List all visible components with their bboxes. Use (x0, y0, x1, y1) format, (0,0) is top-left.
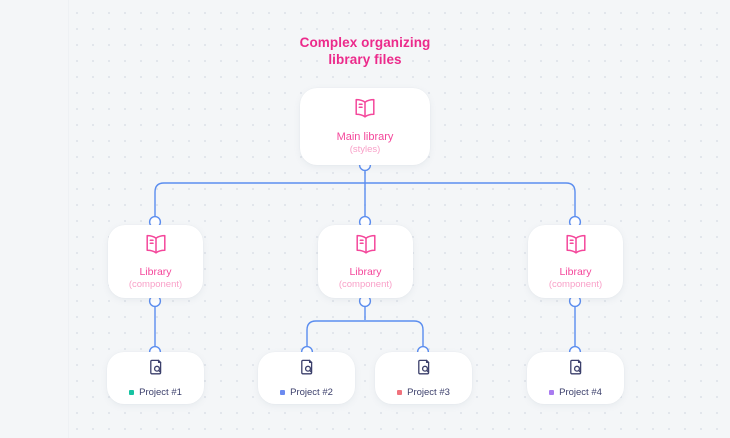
page-title-line2: library files (328, 52, 402, 67)
grid-edge-divider (68, 0, 69, 438)
node-project-3[interactable]: Project #3 (375, 352, 472, 404)
library-1-label: Library (139, 265, 172, 278)
connector-lib2-split (306, 320, 424, 352)
node-main-library[interactable]: Main library (styles) (300, 88, 430, 165)
project-3-label: Project #3 (407, 387, 450, 398)
project-4-row: Project #4 (549, 387, 602, 398)
page-title-line1: Complex organizing (299, 35, 431, 50)
book-icon (352, 97, 378, 125)
project-3-row: Project #3 (397, 387, 450, 398)
library-2-label: Library (349, 265, 382, 278)
book-icon (143, 233, 169, 261)
node-project-1[interactable]: Project #1 (107, 352, 204, 404)
book-icon (353, 233, 379, 261)
main-library-sublabel: (styles) (349, 144, 381, 155)
page-title: Complex organizing library files (0, 34, 730, 68)
document-icon (146, 358, 166, 384)
project-2-row: Project #2 (280, 387, 333, 398)
project-1-row: Project #1 (129, 387, 182, 398)
library-3-label: Library (559, 265, 592, 278)
project-1-status-dot (129, 390, 135, 395)
document-icon (414, 358, 434, 384)
node-project-2[interactable]: Project #2 (258, 352, 355, 404)
node-project-4[interactable]: Project #4 (527, 352, 624, 404)
book-icon (563, 233, 589, 261)
project-4-status-dot (549, 390, 555, 395)
project-3-status-dot (397, 390, 403, 395)
document-icon (297, 358, 317, 384)
main-library-label: Main library (336, 131, 394, 143)
node-library-2[interactable]: Library (component) (318, 225, 413, 298)
document-icon (566, 358, 586, 384)
library-1-sublabel: (component) (128, 278, 183, 290)
library-2-sublabel: (component) (338, 278, 393, 290)
node-library-1[interactable]: Library (component) (108, 225, 203, 298)
project-2-status-dot (280, 390, 286, 395)
node-library-3[interactable]: Library (component) (528, 225, 623, 298)
project-1-label: Project #1 (139, 387, 182, 398)
library-3-sublabel: (component) (548, 278, 603, 290)
project-4-label: Project #4 (559, 387, 602, 398)
project-2-label: Project #2 (290, 387, 333, 398)
